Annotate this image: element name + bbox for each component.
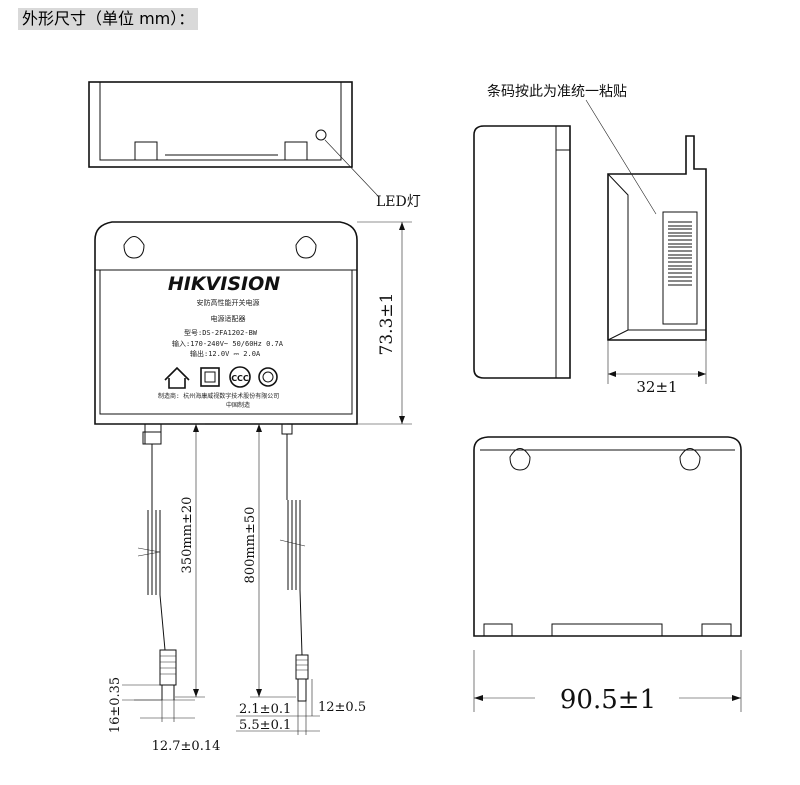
width-dimension xyxy=(473,650,742,712)
top-view xyxy=(88,81,379,197)
label-output: 输出:12.0V ⎓ 2.0A xyxy=(190,349,261,358)
plug-length-label: 16±0.35 xyxy=(108,677,123,733)
height-label: 73.3±1 xyxy=(377,293,397,356)
certification-icons: CCC xyxy=(164,366,278,389)
dc-length-label: 12±0.5 xyxy=(318,700,366,715)
brand-logo: HIKVISION xyxy=(168,273,280,295)
label-input: 输入:170-240V~ 50/60Hz 0.7A xyxy=(172,339,284,348)
dc-d2-label: 5.5±0.1 xyxy=(239,718,291,733)
back-view xyxy=(473,436,742,637)
height-dimension xyxy=(357,221,412,425)
plug-width-label: 12.7±0.14 xyxy=(152,739,221,754)
ac-cable xyxy=(122,423,205,722)
label-origin: 中国制造 xyxy=(226,401,250,409)
double-insulation-icon xyxy=(200,367,220,387)
ccc-icon xyxy=(229,366,251,388)
barcode-note: 条码按此为准统一粘贴 xyxy=(487,83,627,100)
label-line2: 电源适配器 xyxy=(211,314,246,323)
page-header: 外形尺寸（单位 mm）： xyxy=(18,8,199,30)
label-maker: 制造商: 杭州海康威视数字技术股份有限公司 xyxy=(158,392,279,400)
cable-left-label: 350mm±20 xyxy=(180,497,195,574)
led-indicator xyxy=(315,129,327,141)
energy-icon xyxy=(258,367,278,387)
dc-cable xyxy=(236,423,320,735)
dc-d1-label: 2.1±0.1 xyxy=(239,702,291,717)
barcode-bars xyxy=(668,221,692,286)
depth-label: 32±1 xyxy=(636,378,677,396)
width-label: 90.5±1 xyxy=(560,685,656,715)
cable-right-label: 800mm±50 xyxy=(243,507,258,584)
led-label: LED灯 xyxy=(376,194,421,210)
barcode-sticker xyxy=(662,211,698,325)
label-line1: 安防高性能开关电源 xyxy=(197,298,260,307)
side-view-right xyxy=(585,99,707,341)
label-model: 型号:DS-2FA1202-BW xyxy=(184,328,258,337)
depth-dimension xyxy=(607,340,707,384)
house-icon xyxy=(164,366,190,389)
side-view-left xyxy=(473,125,571,379)
svg-text:CCC: CCC xyxy=(231,374,249,383)
